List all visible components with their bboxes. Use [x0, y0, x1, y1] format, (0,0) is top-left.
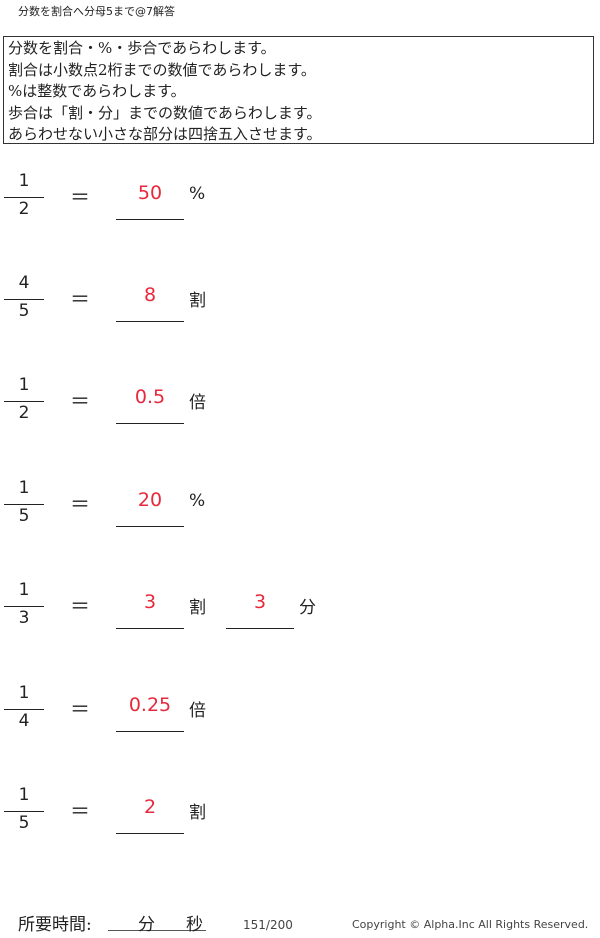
- numerator: 1: [18, 785, 30, 805]
- answer-unit: 倍: [189, 701, 206, 721]
- problem-row: 1 4 ＝ 0.25 倍: [0, 679, 600, 739]
- problem-row: 1 5 ＝ 2 割: [0, 781, 600, 841]
- time-label: 所要時間:: [18, 915, 92, 935]
- problem-row: 4 5 ＝ 8 割: [0, 269, 600, 329]
- equals-sign: ＝: [70, 697, 90, 721]
- numerator: 1: [18, 580, 30, 600]
- answer-unit: 割: [189, 598, 206, 618]
- answer-value: 8: [143, 284, 157, 306]
- denominator: 5: [18, 506, 30, 526]
- fraction-bar: [4, 504, 44, 505]
- answer-unit: 割: [189, 291, 206, 311]
- answer-value: 2: [143, 796, 157, 818]
- answer-blank: [116, 526, 184, 527]
- fraction-bar: [4, 811, 44, 812]
- answer-blank: [116, 833, 184, 834]
- denominator: 2: [18, 403, 30, 423]
- instruction-line: 歩合は「割・分」までの数値であらわします。: [8, 103, 322, 122]
- answer-blank: [116, 423, 184, 424]
- answer-unit: 分: [299, 598, 316, 618]
- fraction-bar: [4, 709, 44, 710]
- copyright: Copyright © Alpha.Inc All Rights Reserve…: [352, 918, 589, 931]
- answer-value: 3: [143, 591, 157, 613]
- time-underline: [108, 930, 206, 931]
- answer-blank: [116, 219, 184, 220]
- equals-sign: ＝: [70, 594, 90, 618]
- answer-blank: [116, 321, 184, 322]
- problem-row: 1 2 ＝ 50 %: [0, 167, 600, 227]
- problem-row: 1 5 ＝ 20 %: [0, 474, 600, 534]
- fraction-bar: [4, 606, 44, 607]
- fraction-bar: [4, 299, 44, 300]
- answer-unit: %: [189, 184, 206, 204]
- fraction-bar: [4, 401, 44, 402]
- equals-sign: ＝: [70, 389, 90, 413]
- denominator: 4: [18, 711, 30, 731]
- instruction-line: %は整数であらわします。: [8, 82, 186, 100]
- equals-sign: ＝: [70, 799, 90, 823]
- problem-row: 1 2 ＝ 0.5 倍: [0, 371, 600, 431]
- worksheet-title: 分数を割合へ分母5まで@7解答: [18, 5, 175, 18]
- answer-value: 0.25: [128, 694, 172, 716]
- instructions-box: 分数を割合・%・歩合であらわします。 割合は小数点2桁までの数値であらわします。…: [3, 36, 594, 144]
- fraction-bar: [4, 197, 44, 198]
- answer-unit: 倍: [189, 393, 206, 413]
- equals-sign: ＝: [70, 185, 90, 209]
- page-number: 151/200: [243, 918, 293, 932]
- denominator: 5: [18, 301, 30, 321]
- seconds-label: 秒: [186, 915, 203, 935]
- numerator: 4: [18, 273, 30, 293]
- answer-unit: %: [189, 491, 206, 511]
- answer-blank: [226, 628, 294, 629]
- numerator: 1: [18, 683, 30, 703]
- answer-value: 20: [137, 489, 163, 511]
- denominator: 2: [18, 199, 30, 219]
- denominator: 3: [18, 608, 30, 628]
- equals-sign: ＝: [70, 287, 90, 311]
- numerator: 1: [18, 171, 30, 191]
- numerator: 1: [18, 375, 30, 395]
- minutes-label: 分: [138, 915, 155, 935]
- instruction-line: 分数を割合・%・歩合であらわします。: [8, 39, 276, 57]
- answer-value: 0.5: [134, 386, 166, 408]
- answer-value: 3: [253, 591, 267, 613]
- numerator: 1: [18, 478, 30, 498]
- instruction-line: 割合は小数点2桁までの数値であらわします。: [8, 60, 316, 79]
- answer-blank: [116, 731, 184, 732]
- instruction-line: あらわせない小さな部分は四捨五入させます。: [8, 125, 322, 143]
- denominator: 5: [18, 813, 30, 833]
- answer-value: 50: [137, 182, 163, 204]
- equals-sign: ＝: [70, 492, 90, 516]
- problem-row: 1 3 ＝ 3 割 3 分: [0, 576, 600, 636]
- answer-blank: [116, 628, 184, 629]
- answer-unit: 割: [189, 803, 206, 823]
